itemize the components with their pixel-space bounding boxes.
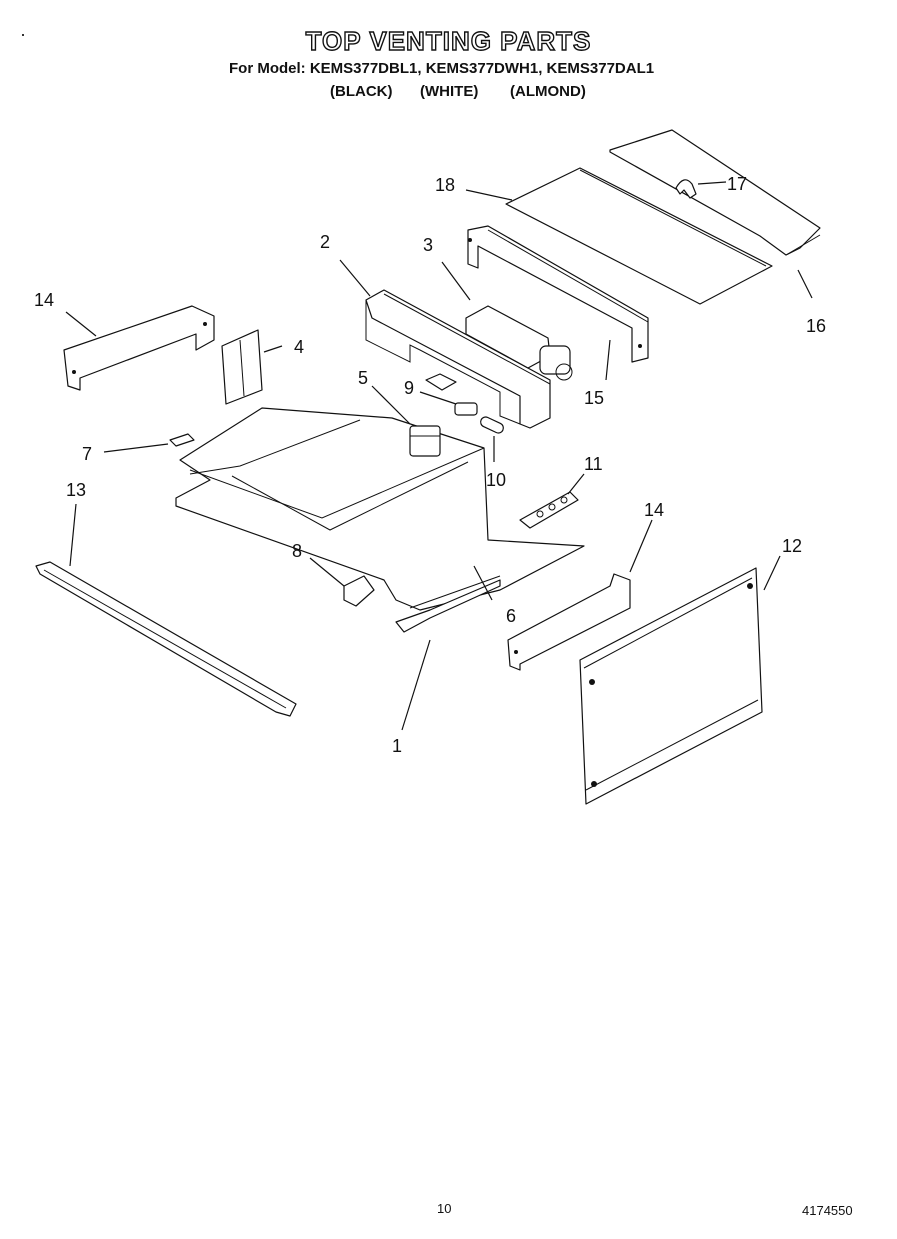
callout-16: 16: [806, 316, 826, 336]
part-small-bracket: [425, 373, 457, 391]
part-12-side-panel: [579, 567, 763, 805]
callout-12: 12: [782, 536, 802, 556]
callout-14-right: 14: [644, 500, 664, 520]
finish-black: (BLACK): [330, 83, 393, 100]
part-17-clip: [675, 179, 697, 199]
part-4-small-bracket: [221, 329, 263, 405]
part-10-pin: [480, 416, 504, 434]
part-15-rear-bracket: [467, 225, 649, 363]
diagram-title: TOP VENTING PARTS: [305, 25, 592, 56]
callout-14-left: 14: [34, 290, 54, 310]
part-5-damper: [409, 425, 441, 457]
part-2-duct-housing: [365, 289, 551, 429]
callout-7: 7: [82, 444, 92, 464]
part-14-left-bracket: [63, 305, 215, 391]
callout-13: 13: [66, 480, 86, 500]
part-1-vent-tray: [175, 407, 585, 633]
callout-2: 2: [320, 232, 330, 252]
callout-1: 1: [392, 736, 402, 756]
part-18-top-cover: [505, 167, 773, 305]
page-number: 10: [437, 1201, 452, 1216]
callout-9: 9: [404, 378, 414, 398]
callout-8: 8: [292, 541, 302, 561]
model-numbers: For Model: KEMS377DBL1, KEMS377DWH1, KEM…: [229, 60, 655, 77]
callout-18: 18: [435, 175, 455, 195]
part-3-vent-motor: [465, 305, 573, 381]
callout-17: 17: [727, 174, 747, 194]
part-11-terminal-strip: [519, 491, 579, 529]
finish-white: (WHITE): [420, 83, 479, 100]
callout-5: 5: [358, 368, 368, 388]
callout-4: 4: [294, 337, 304, 357]
callout-10: 10: [486, 470, 506, 490]
leader-lines: [65, 181, 813, 731]
part-14-right-bracket: [507, 573, 631, 671]
callout-11: 11: [584, 454, 603, 474]
part-9-connector: [454, 402, 478, 416]
part-16-rear-panel: [609, 129, 821, 256]
part-7-block: [169, 433, 195, 447]
part-13-front-trim: [35, 561, 297, 717]
page-speck: [22, 34, 24, 36]
callout-6: 6: [506, 606, 516, 626]
finish-almond: (ALMOND): [510, 83, 586, 100]
callout-15: 15: [584, 388, 604, 408]
document-number: 4174550: [802, 1203, 853, 1218]
callout-3: 3: [423, 235, 433, 255]
part-8-latch: [343, 575, 375, 607]
